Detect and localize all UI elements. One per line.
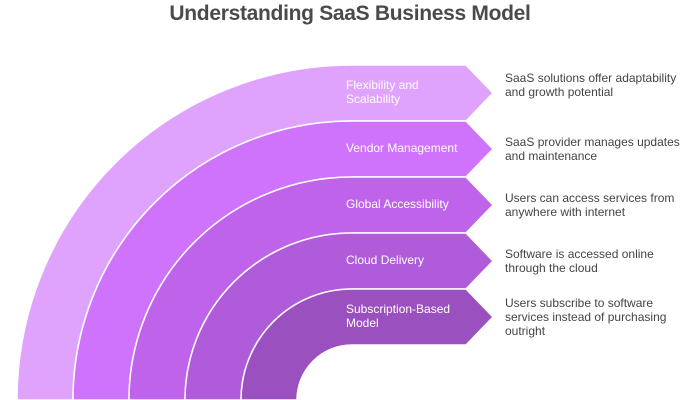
layer-label-global-accessibility: Global Accessibility (346, 197, 449, 211)
layer-label-cloud-delivery: Cloud Delivery (346, 253, 425, 267)
layer-description-vendor-management: SaaS provider manages updates and mainte… (505, 135, 680, 163)
layer-label-flexibility: Flexibility and Scalability (346, 78, 419, 106)
layer-description-global-accessibility: Users can access services from anywhere … (505, 191, 675, 219)
diagram-title: Understanding SaaS Business Model (169, 2, 531, 25)
layer-label-vendor-management: Vendor Management (346, 141, 458, 155)
layer-description-subscription-based: Users subscribe to software services ins… (505, 296, 667, 338)
layer-label-subscription-based: Subscription-Based Model (346, 302, 451, 330)
layer-description-cloud-delivery: Software is accessed online through the … (505, 247, 654, 275)
layer-band-subscription-based (240, 288, 495, 400)
layer-description-flexibility: SaaS solutions offer adaptability and gr… (505, 71, 677, 99)
